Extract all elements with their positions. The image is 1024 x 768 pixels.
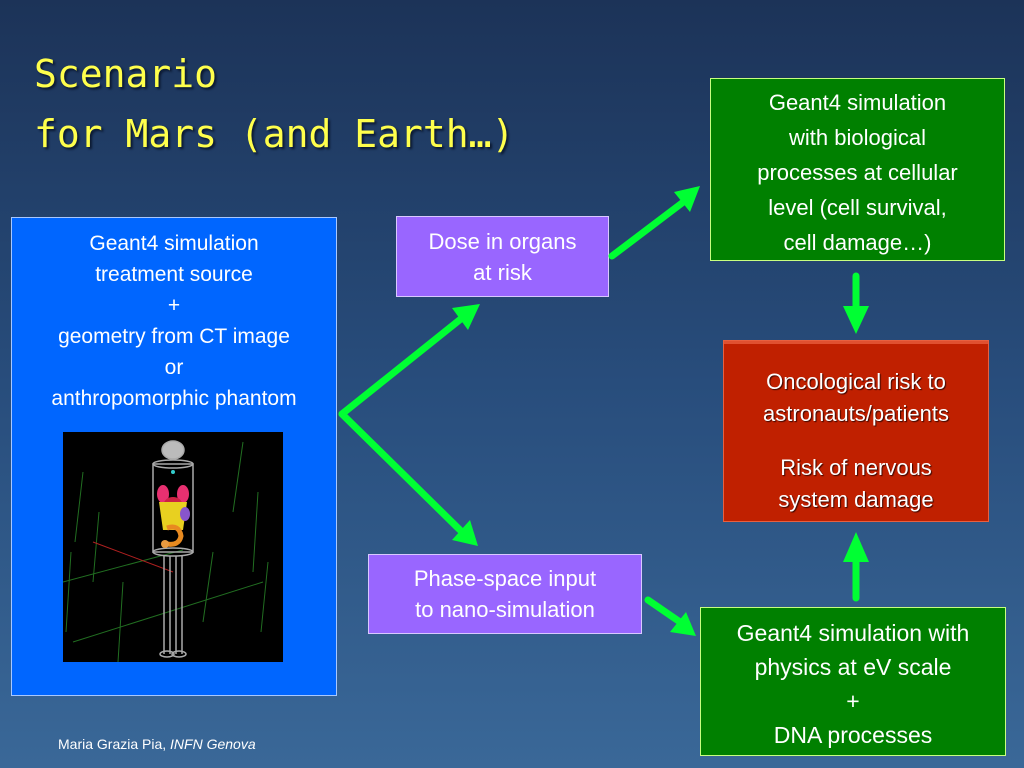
source-box: Geant4 simulation treatment source + geo… xyxy=(11,217,337,696)
phase-line-2: to nano-simulation xyxy=(415,597,595,622)
dna-line-1: Geant4 simulation with xyxy=(736,620,970,646)
source-line-6: anthropomorphic phantom xyxy=(51,387,297,410)
dna-line-4: DNA processes xyxy=(773,722,933,748)
phase-line-1: Phase-space input xyxy=(413,566,597,591)
footer-author: Maria Grazia Pia, xyxy=(58,736,167,752)
risk-line-3: Risk of nervous xyxy=(780,455,932,480)
phantom-image xyxy=(62,432,283,663)
dose-line-2: at risk xyxy=(473,260,532,285)
footer-institution: INFN Genova xyxy=(170,736,256,752)
arrowhead-phase xyxy=(452,520,478,546)
phantom-illustration xyxy=(62,440,269,663)
bio-line-1: Geant4 simulation xyxy=(768,90,947,115)
title-line-1: Scenario xyxy=(34,52,218,96)
source-line-2: treatment source xyxy=(95,263,253,286)
source-line-4: geometry from CT image xyxy=(58,325,290,348)
phase-space-box: Phase-space input to nano-simulation xyxy=(368,554,642,634)
risk-line-4: system damage xyxy=(778,487,934,512)
nervous-risk-text: Risk of nervous system damage xyxy=(724,430,988,516)
arrowhead-bio xyxy=(674,186,700,212)
risk-line-1: Oncological risk to xyxy=(766,369,946,394)
arrow-to-bio xyxy=(608,196,690,260)
slide-title: Scenario for Mars (and Earth…) xyxy=(34,44,514,164)
arrowhead-bio-risk xyxy=(843,306,869,334)
bio-line-4: level (cell survival, xyxy=(768,195,947,220)
source-line-1: Geant4 simulation xyxy=(89,232,259,255)
risk-line-2: astronauts/patients xyxy=(763,401,949,426)
source-line-5: or xyxy=(164,356,184,379)
dna-line-2: physics at eV scale xyxy=(754,654,952,680)
footer-credit: Maria Grazia Pia, INFN Genova xyxy=(58,736,256,752)
risk-box: Oncological risk to astronauts/patients … xyxy=(723,340,989,522)
arrow-to-dose xyxy=(338,314,466,418)
bio-line-5: cell damage…) xyxy=(783,230,932,255)
dna-simulation-box: Geant4 simulation with physics at eV sca… xyxy=(700,607,1006,756)
dose-line-1: Dose in organs xyxy=(428,229,577,254)
arrow-to-phase xyxy=(338,410,464,534)
biological-simulation-box: Geant4 simulation with biological proces… xyxy=(710,78,1005,261)
arrowhead-dose xyxy=(452,304,480,330)
bio-line-3: processes at cellular xyxy=(757,160,958,185)
source-line-3: + xyxy=(167,294,181,317)
bio-line-2: with biological xyxy=(789,125,926,150)
arrow-to-dna xyxy=(644,596,684,626)
dose-in-organs-box: Dose in organs at risk xyxy=(396,216,609,297)
oncological-risk-text: Oncological risk to astronauts/patients xyxy=(724,341,988,430)
arrowhead-dna xyxy=(670,612,696,636)
dna-line-3: + xyxy=(846,688,860,714)
arrowhead-dna-risk xyxy=(843,532,869,562)
title-line-2: for Mars (and Earth…) xyxy=(34,112,515,156)
